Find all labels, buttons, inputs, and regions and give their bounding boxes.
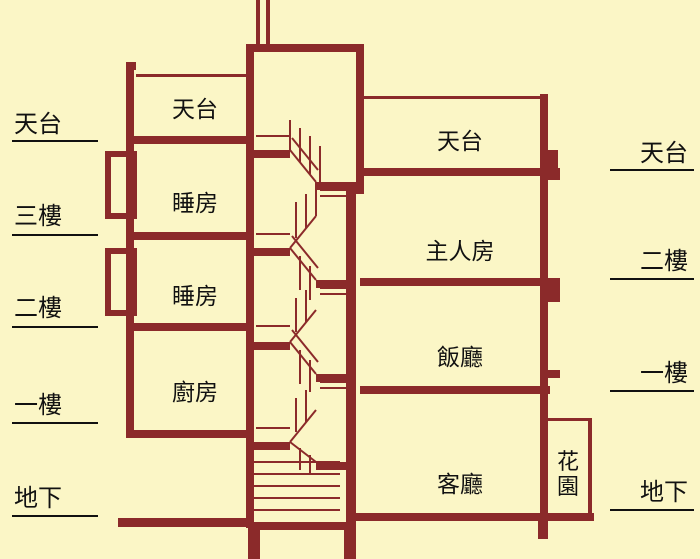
right-parapet-wall xyxy=(540,94,548,176)
landing xyxy=(250,342,290,350)
left-roof-slab xyxy=(126,136,250,144)
core-wall-left xyxy=(246,44,254,528)
left-level-rule xyxy=(12,422,98,424)
room-label-bedroom-top: 睡房 xyxy=(172,191,218,217)
left-level-rule xyxy=(12,326,98,328)
left-level-label-basement: 地下 xyxy=(14,484,62,512)
left-window-lower xyxy=(105,248,137,316)
right-roof-slab xyxy=(360,168,556,176)
landing-rails-right xyxy=(320,189,346,389)
left-level-rule xyxy=(12,515,98,517)
right-ledge xyxy=(546,168,560,180)
right-second-slab xyxy=(360,278,556,286)
room-label-master-bedroom: 主人房 xyxy=(425,239,495,265)
landing xyxy=(250,248,290,256)
stair-flight xyxy=(289,329,319,392)
right-level-rule xyxy=(610,278,694,280)
vent-pipe-right xyxy=(266,0,270,46)
right-level-label-roof: 天台 xyxy=(640,139,688,167)
right-level-label-first: 一樓 xyxy=(640,359,688,387)
stair-flight xyxy=(289,182,317,249)
left-first-slab xyxy=(126,430,250,438)
left-level-label-first: 一樓 xyxy=(14,391,62,419)
right-exterior-wall-upper xyxy=(540,176,548,286)
building-walls xyxy=(105,0,594,559)
landing xyxy=(316,182,356,190)
left-level-label-third: 三樓 xyxy=(14,202,62,230)
right-level-label-basement: 地下 xyxy=(640,478,688,506)
garden-footing xyxy=(538,513,548,539)
foundation-left xyxy=(248,522,260,559)
landing xyxy=(316,462,356,470)
landing xyxy=(250,442,290,450)
right-level-rule xyxy=(610,169,694,171)
left-parapet-cap xyxy=(126,62,136,70)
stair-flight xyxy=(289,120,321,183)
stair-flight xyxy=(289,290,317,343)
garden-char-1: 花 xyxy=(556,450,579,475)
basement-stair xyxy=(254,461,340,511)
left-third-slab xyxy=(126,232,250,240)
core-wall-right-upper xyxy=(356,44,364,194)
right-ledge xyxy=(546,370,560,378)
ground-slab-right xyxy=(354,513,594,521)
room-label-bedroom-mid: 睡房 xyxy=(172,284,218,310)
room-label-left-roof: 天台 xyxy=(172,97,218,123)
left-level-label-roof: 天台 xyxy=(14,110,62,138)
stair-flight xyxy=(289,390,317,443)
left-level-rule xyxy=(12,234,98,236)
ground-slab-left xyxy=(118,518,250,527)
landing-rails xyxy=(256,135,290,445)
right-level-rule xyxy=(610,509,694,511)
left-level-rule xyxy=(12,140,98,142)
room-label-living-room: 客廳 xyxy=(437,472,483,498)
garden-wall xyxy=(588,418,592,518)
right-level-label-second: 二樓 xyxy=(640,247,688,275)
foundation-right xyxy=(344,522,356,559)
right-roof-post xyxy=(546,150,558,170)
garden-char-2: 園 xyxy=(556,475,579,501)
right-level-rule xyxy=(610,390,694,392)
core-wall-right xyxy=(346,190,356,522)
room-label-right-roof: 天台 xyxy=(437,129,483,155)
left-window-upper xyxy=(105,151,137,219)
room-label-dining-room: 飯廳 xyxy=(437,345,483,371)
right-ledge xyxy=(546,278,560,302)
vent-pipe-left xyxy=(256,0,260,46)
stair-flight xyxy=(289,235,319,300)
landing xyxy=(250,150,290,158)
room-label-garden: 花 園 xyxy=(555,450,581,501)
landing xyxy=(316,280,356,288)
ground-slab-middle xyxy=(248,522,356,530)
left-level-label-second: 二樓 xyxy=(14,294,62,322)
stair-treads xyxy=(254,120,346,511)
landing xyxy=(316,374,356,382)
right-first-slab xyxy=(360,386,550,394)
left-roof-line xyxy=(136,74,248,77)
right-exterior-wall-lower xyxy=(540,370,548,520)
right-roof-line xyxy=(360,96,544,99)
core-roof xyxy=(246,44,364,52)
garden-top xyxy=(548,418,590,421)
room-label-kitchen: 廚房 xyxy=(172,380,218,406)
left-second-slab xyxy=(126,323,250,331)
stair-flight xyxy=(289,441,317,474)
right-exterior-wall-mid xyxy=(540,286,548,386)
